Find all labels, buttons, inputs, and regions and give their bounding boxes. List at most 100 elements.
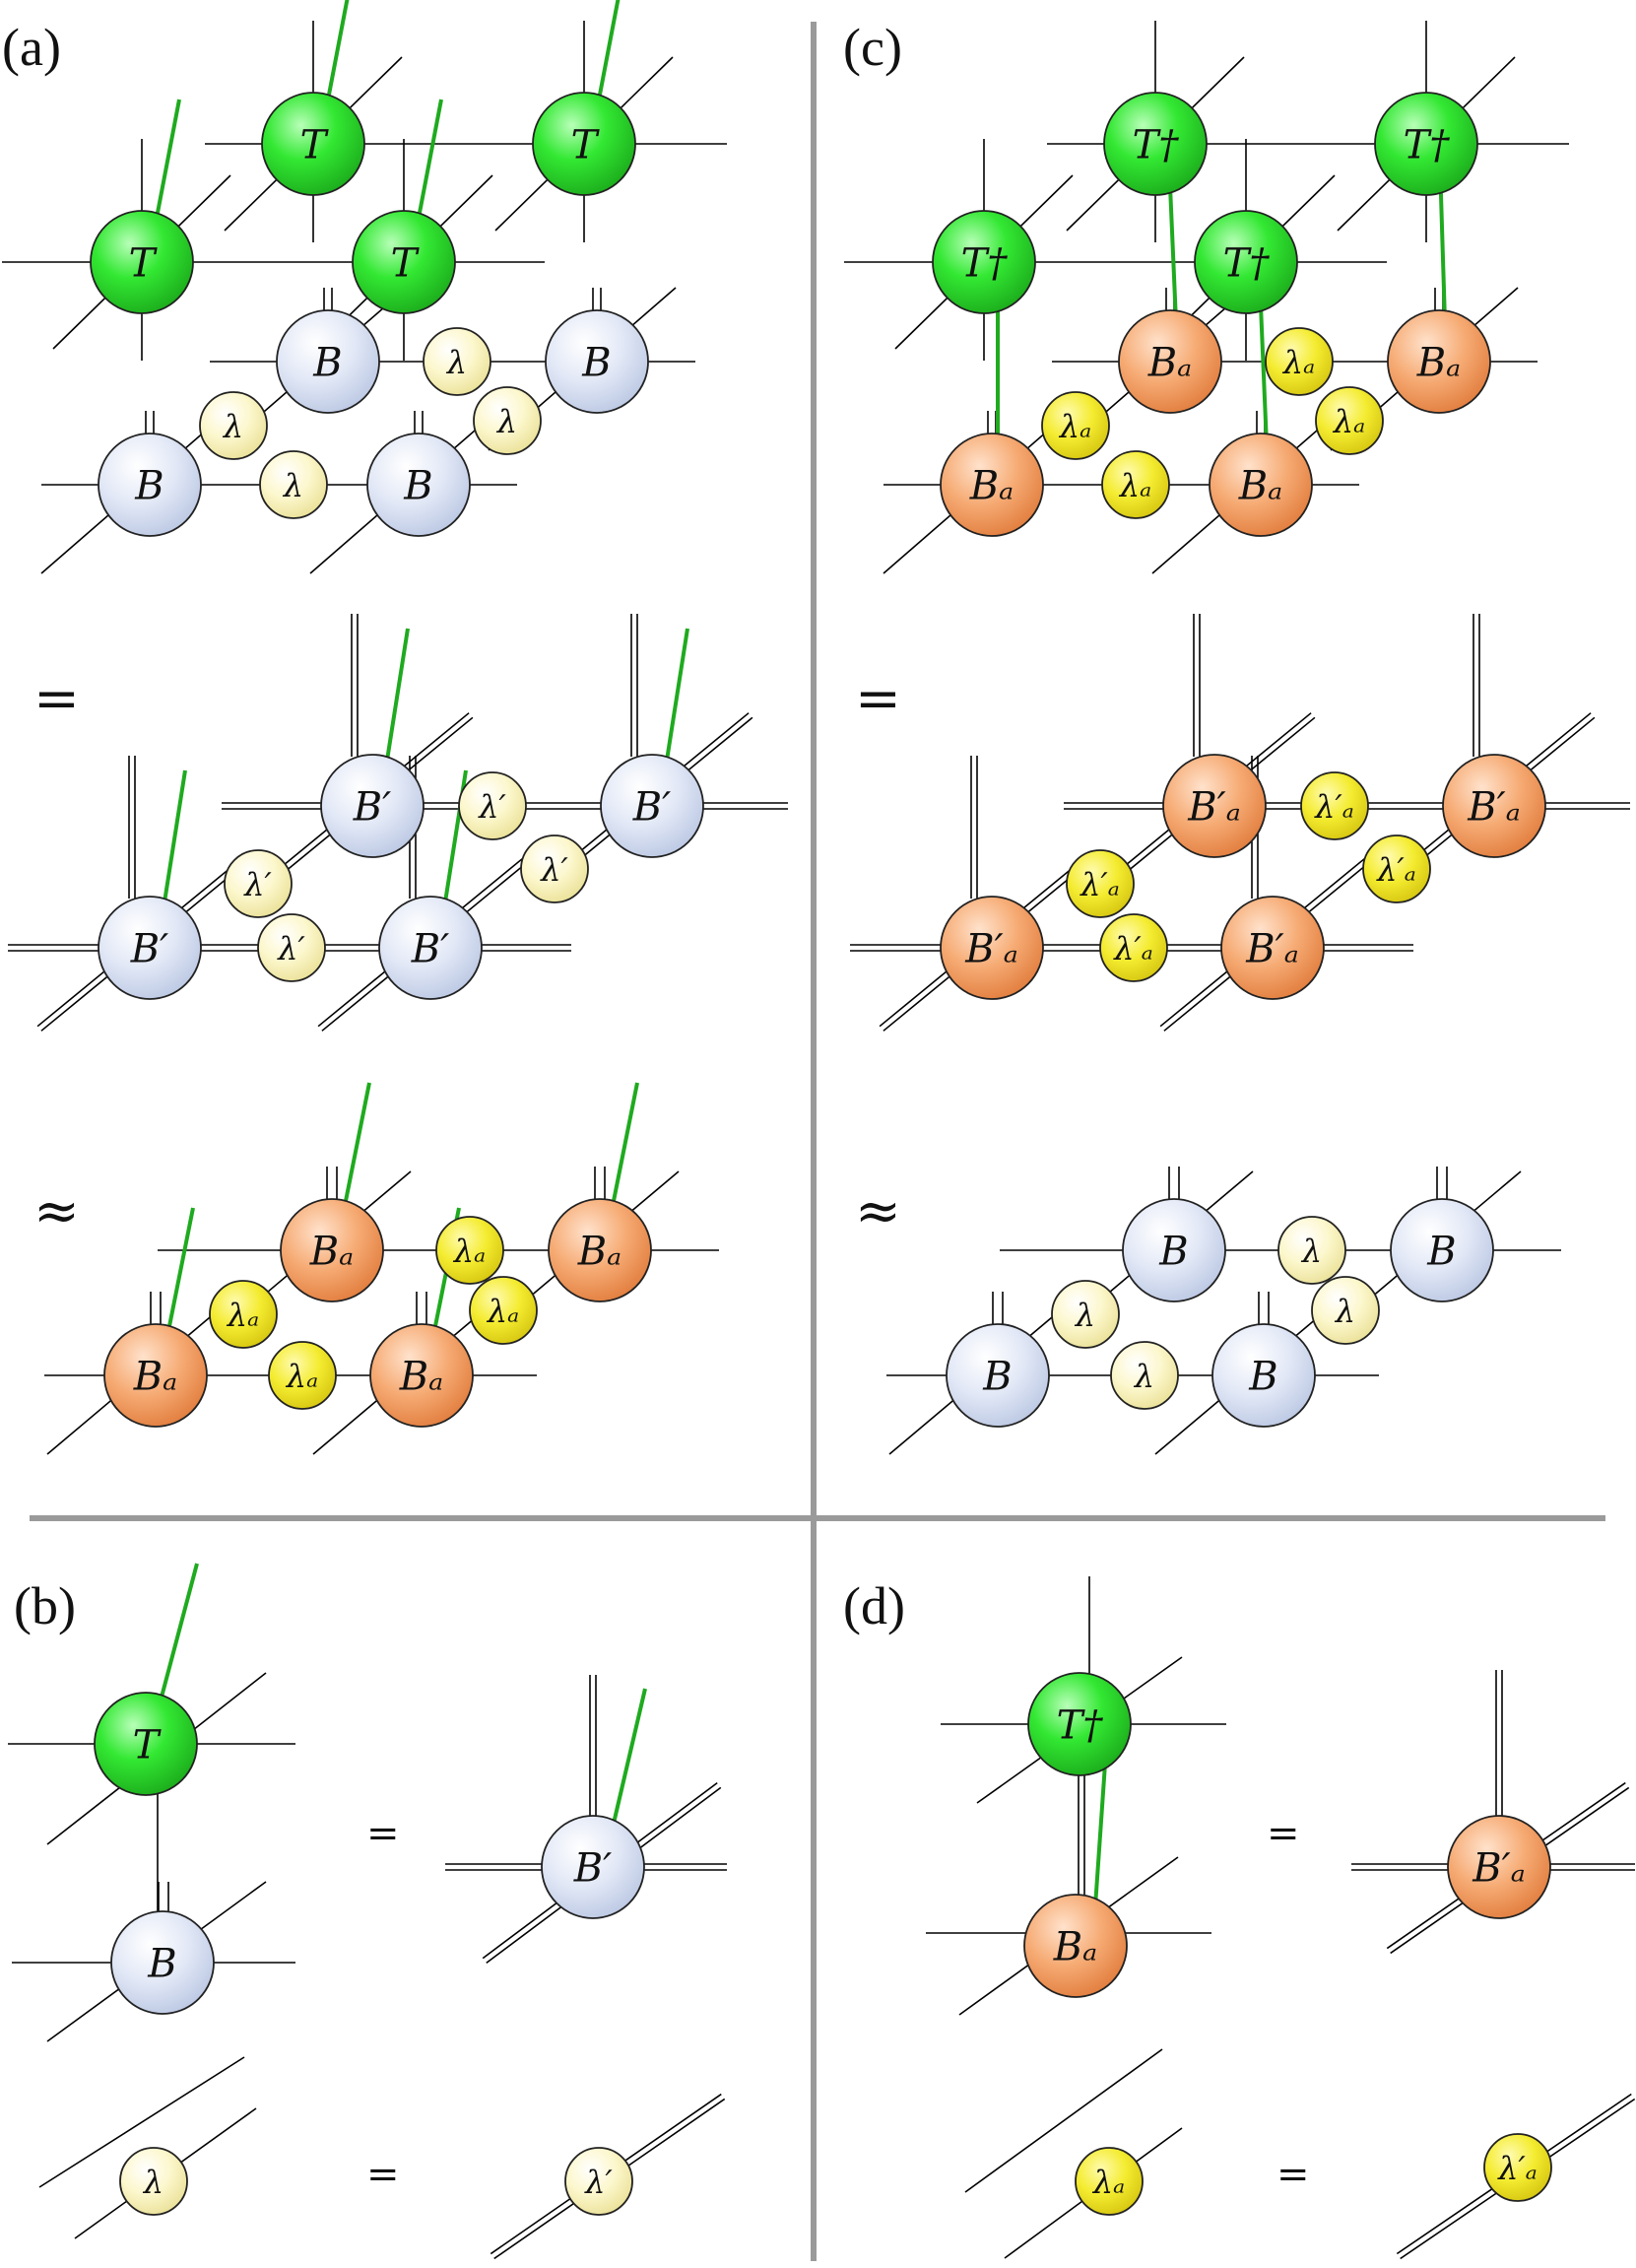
Ba-trunc-tensor-2: Bₐ [280, 1198, 384, 1302]
lambda-a-bond-3-label: λₐ [1281, 344, 1315, 381]
physical-leg-line [384, 628, 410, 767]
B-prime-tensor-1-label: B′ [130, 926, 168, 971]
lambda-trunc-bond-1: λ [1051, 1280, 1120, 1349]
T-dagger-tensor-d-label: T† [1057, 1702, 1104, 1748]
B-tensor-1: B [98, 433, 202, 537]
network-nodes: TTTTBBBBλλλλB′B′B′B′λ′λ′λ′λ′BₐBₐBₐBₐλₐλₐ… [90, 92, 1552, 2216]
panel-label-b: (b) [14, 1576, 76, 1635]
B-trunc-tensor-2: B [1122, 1198, 1226, 1302]
lambda-a-bond-2-label: λₐ [1118, 467, 1151, 504]
bond-line [964, 2048, 1163, 2193]
lambda-a-trunc-bond-3-label: λₐ [452, 1233, 486, 1270]
Ba-tensor-1-label: Bₐ [969, 463, 1014, 508]
Ba-trunc-tensor-2-label: Bₐ [309, 1229, 354, 1274]
Ba-trunc-tensor-3: Bₐ [369, 1323, 474, 1428]
lambda-trunc-bond-1-label: λ [1074, 1297, 1095, 1334]
B-trunc-tensor-4: B [1390, 1198, 1494, 1302]
lambda-a-bond-1: λₐ [1041, 391, 1110, 460]
T-dagger-tensor-2-label: T† [1133, 122, 1180, 167]
lambda-a-bond-3: λₐ [1265, 327, 1334, 396]
B-trunc-tensor-2-label: B [1158, 1229, 1188, 1274]
Ba-prime-tensor-4: B′ₐ [1442, 754, 1546, 858]
T-tensor-2-label: T [300, 122, 330, 167]
B-tensor-2: B [276, 309, 380, 414]
Ba-trunc-tensor-1: Bₐ [103, 1323, 208, 1428]
B-tensor-3: B [366, 433, 471, 537]
approx-sign-c: ≈ [855, 1179, 901, 1243]
physical-leg-line [664, 628, 689, 767]
B-trunc-tensor-1: B [946, 1323, 1050, 1428]
lambda-a-trunc-bond-1: λₐ [209, 1280, 278, 1349]
B-prime-tensor-4: B′ [600, 754, 704, 858]
T-dagger-tensor-1-label: T† [961, 240, 1009, 286]
lambda-a-trunc-bond-3: λₐ [435, 1216, 504, 1285]
equals-sign-a: = [33, 667, 80, 731]
B-prime-tensor-2-label: B′ [353, 784, 391, 830]
lambda-trunc-bond-3-label: λ [1300, 1233, 1322, 1270]
lambda-a-bond-d: λₐ [1075, 2147, 1144, 2216]
equals-sign-d-top: = [1267, 1811, 1300, 1856]
lambda-a-bond-2: λₐ [1101, 450, 1170, 519]
panel-label-a: (a) [2, 18, 61, 77]
B-trunc-tensor-3: B [1211, 1323, 1316, 1428]
T-tensor-2: T [261, 92, 365, 196]
Ba-tensor-d: Bₐ [1023, 1894, 1128, 1998]
lambda-prime-bond-2-label: λ′ [276, 930, 305, 967]
T-dagger-tensor-4: T† [1374, 92, 1478, 196]
lambda-bond-4-label: λ [495, 403, 517, 440]
lambda-trunc-bond-4: λ [1311, 1276, 1380, 1345]
equals-sign-b-top: = [366, 1811, 400, 1856]
lambda-bond-b: λ [119, 2147, 188, 2216]
B-prime-tensor-1: B′ [98, 896, 202, 1000]
B-tensor-4: B [545, 309, 649, 414]
equals-sign-c: = [855, 667, 901, 731]
Ba-prime-tensor-4-label: B′ₐ [1467, 784, 1521, 830]
lambda-a-prime-bond-4-label: λ′ₐ [1375, 851, 1416, 889]
lambda-prime-bond-b: λ′ [564, 2147, 633, 2216]
lambda-a-prime-bond-d: λ′ₐ [1483, 2133, 1552, 2202]
physical-leg-line [162, 769, 187, 909]
bond-line [38, 2056, 245, 2188]
B-trunc-tensor-3-label: B [1248, 1354, 1277, 1399]
lambda-prime-bond-1: λ′ [224, 849, 293, 918]
B-tensor-b: B [110, 1910, 215, 2015]
lambda-prime-bond-2: λ′ [257, 913, 326, 982]
T-dagger-tensor-2: T† [1103, 92, 1208, 196]
Ba-trunc-tensor-4: Bₐ [548, 1198, 652, 1302]
Ba-prime-tensor-d: B′ₐ [1447, 1815, 1551, 1919]
lambda-a-prime-bond-4: λ′ₐ [1362, 834, 1431, 903]
Ba-tensor-3-label: Bₐ [1238, 463, 1282, 508]
lambda-a-prime-bond-1: λ′ₐ [1066, 849, 1135, 918]
lambda-trunc-bond-2-label: λ [1133, 1358, 1154, 1395]
panel-label-c: (c) [843, 18, 902, 77]
T-tensor-4: T [532, 92, 636, 196]
lambda-prime-bond-4: λ′ [520, 834, 589, 903]
Ba-prime-tensor-d-label: B′ₐ [1472, 1845, 1526, 1891]
lambda-a-trunc-bond-4: λₐ [469, 1276, 538, 1345]
lambda-a-trunc-bond-2: λₐ [268, 1341, 337, 1410]
lambda-trunc-bond-4-label: λ [1334, 1293, 1355, 1330]
Ba-prime-tensor-3: B′ₐ [1220, 896, 1325, 1000]
T-dagger-tensor-1: T† [932, 210, 1036, 314]
B-tensor-2-label: B [312, 340, 342, 385]
B-trunc-tensor-4-label: B [1426, 1229, 1456, 1274]
lambda-a-prime-bond-2-label: λ′ₐ [1112, 930, 1153, 967]
physical-leg-line [327, 0, 350, 96]
Ba-prime-tensor-2: B′ₐ [1162, 754, 1267, 858]
lambda-bond-b-label: λ [142, 2164, 164, 2201]
T-tensor-b: T [94, 1692, 198, 1796]
T-tensor-b-label: T [133, 1722, 163, 1768]
T-tensor-3-label: T [391, 240, 421, 286]
lambda-trunc-bond-3: λ [1277, 1216, 1346, 1285]
T-tensor-1-label: T [129, 240, 159, 286]
lambda-a-bond-d-label: λₐ [1091, 2164, 1125, 2201]
physical-leg-line [165, 1207, 195, 1337]
equals-sign-d-bottom: = [1276, 2152, 1310, 2197]
lambda-prime-bond-b-label: λ′ [583, 2164, 613, 2201]
physical-leg-line [611, 1688, 647, 1829]
T-dagger-tensor-d: T† [1027, 1672, 1132, 1776]
physical-leg-line [610, 1082, 639, 1212]
lambda-bond-1-label: λ [222, 408, 243, 445]
B-prime-tensor-2: B′ [320, 754, 425, 858]
